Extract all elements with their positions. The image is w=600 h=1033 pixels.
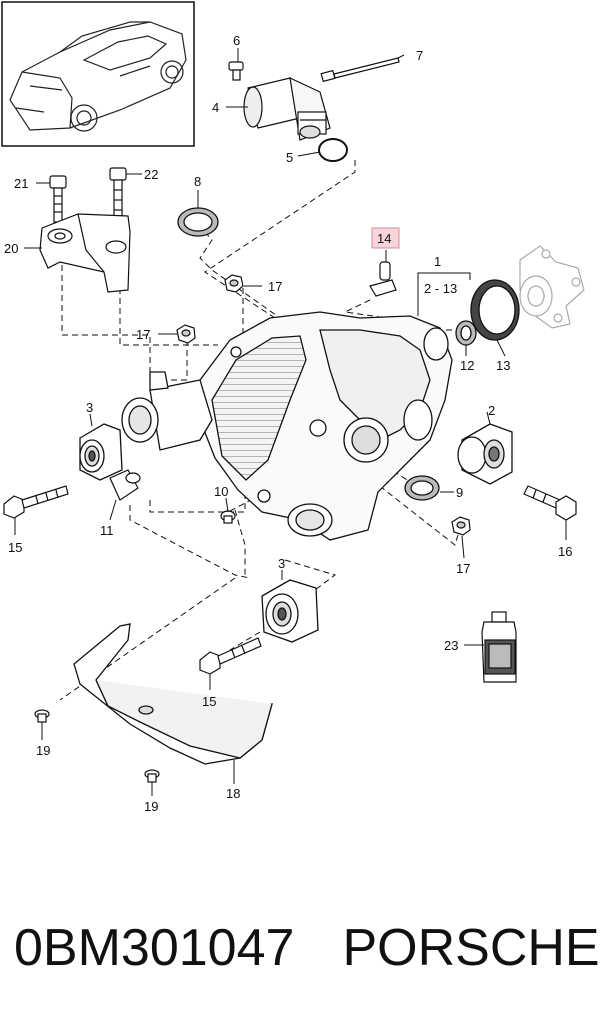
callout-7: 7 bbox=[416, 48, 423, 63]
callout-labels: 6 7 4 5 21 22 8 20 14 1 2 - 13 17 17 12 … bbox=[4, 33, 572, 814]
bushing-2 bbox=[457, 423, 513, 485]
callout-3-upper: 3 bbox=[86, 400, 93, 415]
ring-13 bbox=[470, 279, 520, 341]
callout-14: 14 bbox=[377, 231, 391, 246]
underbody-shield-18 bbox=[73, 623, 273, 765]
bolt-16 bbox=[523, 485, 577, 521]
callout-5: 5 bbox=[286, 150, 293, 165]
callout-17-b: 17 bbox=[136, 327, 150, 342]
callout-19-a: 19 bbox=[36, 743, 50, 758]
bolt-10 bbox=[220, 510, 236, 524]
bushing-3-upper bbox=[79, 423, 123, 481]
callout-14-highlight bbox=[371, 227, 400, 249]
callout-22: 22 bbox=[144, 167, 158, 182]
callout-12: 12 bbox=[460, 358, 474, 373]
seal-8 bbox=[177, 207, 219, 237]
callout-15-upper: 15 bbox=[8, 540, 22, 555]
sensor-14 bbox=[369, 261, 397, 297]
cable-tie-7 bbox=[320, 57, 400, 83]
callout-13: 13 bbox=[496, 358, 510, 373]
callout-15-lower: 15 bbox=[202, 694, 216, 709]
clip-19-a bbox=[34, 709, 50, 723]
bolt-21 bbox=[49, 175, 67, 223]
nut-17-b bbox=[176, 324, 196, 344]
callout-10: 10 bbox=[214, 484, 228, 499]
bushing-3-lower bbox=[261, 579, 319, 643]
plug-11 bbox=[109, 469, 141, 501]
brand-name: PORSCHE bbox=[342, 919, 600, 977]
callout-23: 23 bbox=[444, 638, 458, 653]
callout-4: 4 bbox=[212, 100, 219, 115]
callout-3-lower: 3 bbox=[278, 556, 285, 571]
callout-1-range: 2 - 13 bbox=[424, 281, 457, 296]
part-caption: 0BM301047 PORSCHE bbox=[14, 918, 600, 998]
callout-16: 16 bbox=[558, 544, 572, 559]
bolt-22 bbox=[109, 167, 127, 225]
seal-12 bbox=[455, 320, 477, 346]
callout-20: 20 bbox=[4, 241, 18, 256]
seal-9 bbox=[404, 475, 440, 501]
part-number: 0BM301047 bbox=[14, 919, 295, 977]
actuator-4 bbox=[243, 76, 331, 141]
callout-17-a: 17 bbox=[268, 279, 282, 294]
bolt-15-upper bbox=[3, 485, 69, 519]
callout-19-b: 19 bbox=[144, 799, 158, 814]
leader-lines bbox=[14, 48, 567, 796]
bracket-20 bbox=[39, 213, 131, 293]
callout-11: 11 bbox=[100, 523, 114, 538]
callout-17-c: 17 bbox=[456, 561, 470, 576]
callout-2: 2 bbox=[488, 403, 495, 418]
callout-21: 21 bbox=[14, 176, 28, 191]
callout-8: 8 bbox=[194, 174, 201, 189]
nut-17-c bbox=[451, 516, 471, 536]
vehicle-inset bbox=[1, 1, 195, 147]
differential-housing bbox=[121, 311, 453, 541]
bolt-15-lower bbox=[199, 637, 262, 675]
callout-9: 9 bbox=[456, 485, 463, 500]
clip-19-b bbox=[144, 769, 160, 783]
bolt-6 bbox=[228, 61, 244, 81]
callout-18: 18 bbox=[226, 786, 240, 801]
nut-17-a bbox=[224, 274, 244, 293]
flange bbox=[519, 245, 585, 329]
callout-6: 6 bbox=[233, 33, 240, 48]
o-ring-5 bbox=[318, 138, 348, 162]
oil-bottle-23 bbox=[481, 611, 517, 683]
callout-1: 1 bbox=[434, 254, 441, 269]
